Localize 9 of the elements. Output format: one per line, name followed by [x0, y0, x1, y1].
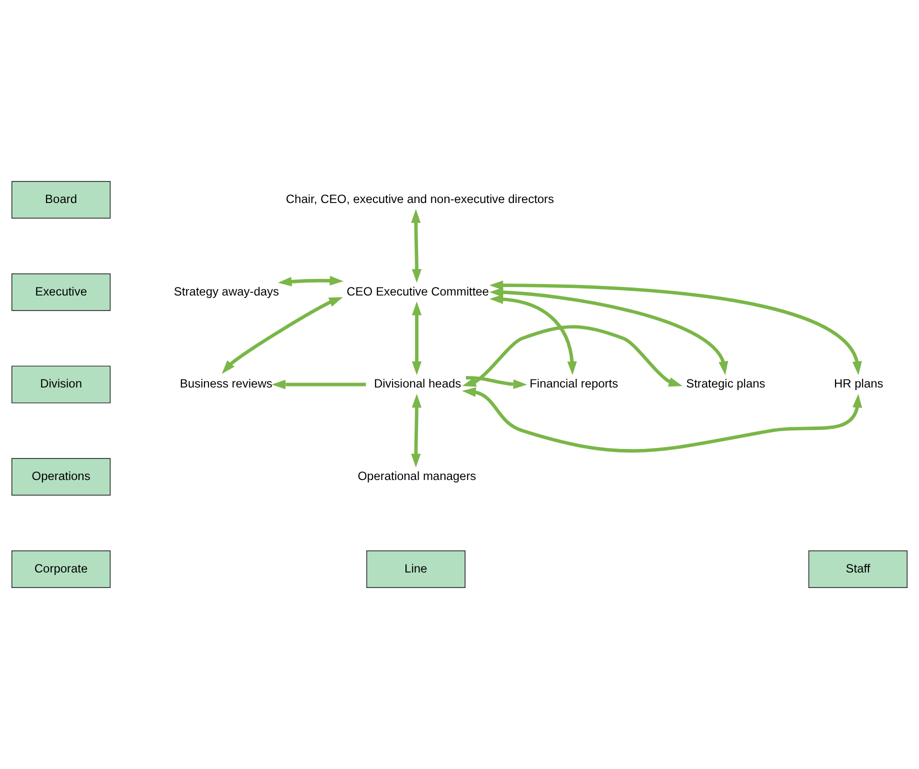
node-text: HR plans [834, 376, 884, 391]
node-text: Financial reports [530, 376, 618, 391]
node-text: Chair, CEO, executive and non-executive directors [286, 192, 554, 206]
node-text: Business reviews [180, 376, 272, 391]
node-text: Operational managers [358, 469, 476, 484]
node-text: Divisional heads [374, 376, 462, 391]
node-text: Strategic plans [686, 376, 766, 391]
node-text: CEO Executive Committee [346, 284, 489, 298]
node-text: Strategy away-days [174, 284, 280, 298]
